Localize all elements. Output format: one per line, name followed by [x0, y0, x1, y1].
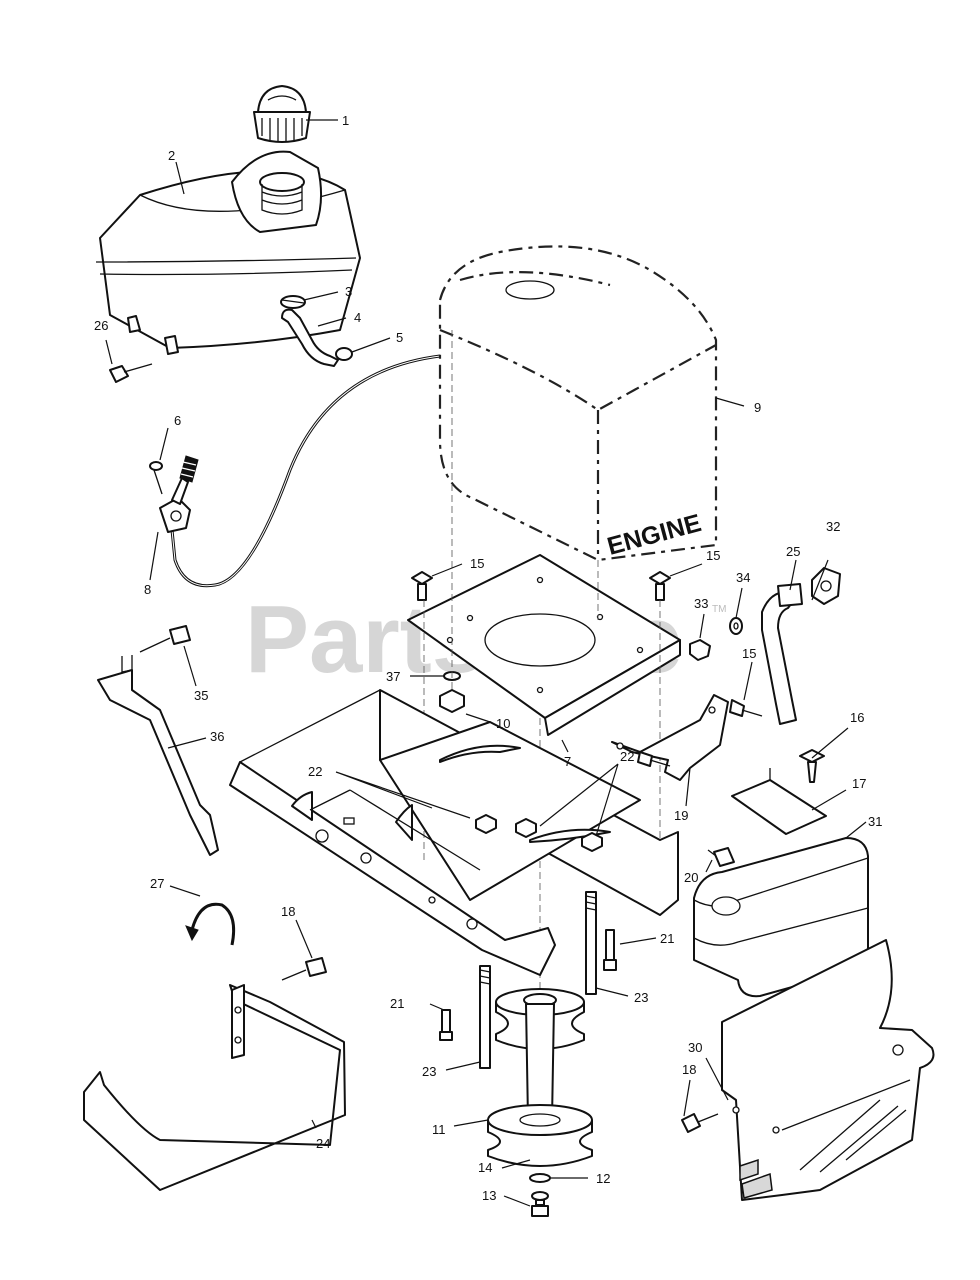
- callout-16: 16: [850, 710, 864, 725]
- part-engine-plate[interactable]: [407, 554, 681, 736]
- callout-23-right: 23: [634, 990, 648, 1005]
- part-spacer-right[interactable]: [585, 891, 597, 995]
- callout-18-left: 18: [281, 904, 295, 919]
- part-side-bracket[interactable]: [97, 655, 219, 856]
- callout-2: 2: [168, 148, 175, 163]
- callout-24: 24: [316, 1136, 330, 1151]
- part-shield-bolt-right[interactable]: [681, 1113, 719, 1133]
- part-hex-nut[interactable]: [439, 689, 465, 713]
- callout-3: 3: [345, 284, 352, 299]
- callout-6: 6: [174, 413, 181, 428]
- part-engine[interactable]: ENGINE: [438, 245, 718, 562]
- callout-21-right: 21: [660, 931, 674, 946]
- part-pulley-lockwasher[interactable]: [531, 1191, 549, 1201]
- part-muffler-screw[interactable]: [799, 749, 825, 783]
- part-bolt-15-bracket[interactable]: [729, 699, 763, 717]
- part-shield-bolt-left[interactable]: [281, 957, 327, 981]
- part-throttle-cable[interactable]: [170, 354, 441, 588]
- part-bolt-15-right[interactable]: [649, 571, 671, 601]
- part-control-screw[interactable]: [149, 461, 163, 495]
- callout-15-bracket: 15: [742, 646, 756, 661]
- callout-15-right: 15: [706, 548, 720, 563]
- part-bolt-15-left[interactable]: [411, 571, 433, 601]
- callout-12: 12: [596, 1171, 610, 1186]
- callout-23-left: 23: [422, 1064, 436, 1079]
- callout-26: 26: [94, 318, 108, 333]
- part-retainer-spring[interactable]: [185, 902, 236, 946]
- callout-31: 31: [868, 814, 882, 829]
- part-exhaust-nut[interactable]: [689, 639, 711, 661]
- part-stud-left[interactable]: [439, 1009, 453, 1041]
- callout-30: 30: [688, 1040, 702, 1055]
- leader-lines: [105, 119, 867, 1207]
- part-heat-shield[interactable]: [721, 939, 935, 1201]
- callout-17: 17: [852, 776, 866, 791]
- callout-21-left: 21: [390, 996, 404, 1011]
- callout-1: 1: [342, 113, 349, 128]
- part-bracket-bolt[interactable]: [637, 751, 671, 767]
- part-frame-nut-right[interactable]: [581, 832, 603, 852]
- part-lower-shield[interactable]: [83, 984, 346, 1191]
- part-exhaust-gasket[interactable]: [811, 567, 841, 605]
- part-exhaust-pipe[interactable]: [761, 583, 803, 725]
- part-exhaust-washer[interactable]: [729, 617, 743, 635]
- callout-18-right: 18: [682, 1062, 696, 1077]
- callout-27: 27: [150, 876, 164, 891]
- callout-9: 9: [754, 400, 761, 415]
- part-hose-clamp-lower[interactable]: [335, 347, 353, 361]
- part-fuel-line[interactable]: [281, 308, 339, 367]
- callout-35: 35: [194, 688, 208, 703]
- callout-32: 32: [826, 519, 840, 534]
- part-engine-pulley[interactable]: [487, 988, 593, 1167]
- part-muffler-plate[interactable]: [731, 768, 827, 835]
- part-spacer-left[interactable]: [479, 965, 491, 1069]
- part-frame[interactable]: [229, 689, 679, 976]
- callout-33: 33: [694, 596, 708, 611]
- part-pulley-bolt[interactable]: [531, 1199, 549, 1217]
- callout-25: 25: [786, 544, 800, 559]
- part-muffler-bracket[interactable]: [611, 694, 729, 781]
- part-fuel-cap[interactable]: [253, 85, 311, 143]
- callout-22-left: 22: [308, 764, 322, 779]
- callout-14: 14: [478, 1160, 492, 1175]
- part-bracket-screw-35[interactable]: [139, 625, 191, 653]
- part-frame-nut-mid[interactable]: [515, 818, 537, 838]
- watermark-tm: TM: [712, 604, 726, 615]
- part-muffler-bolt[interactable]: [707, 847, 735, 867]
- callout-22-right: 22: [620, 749, 634, 764]
- callout-13: 13: [482, 1188, 496, 1203]
- callout-15-left: 15: [470, 556, 484, 571]
- callout-36: 36: [210, 729, 224, 744]
- callout-8: 8: [144, 582, 151, 597]
- callout-4: 4: [354, 310, 361, 325]
- callout-labels: 1 2 3 4 5 26 6 8 9 15 15 15 32 25 34 33 …: [94, 113, 882, 1203]
- callout-19: 19: [674, 808, 688, 823]
- callout-5: 5: [396, 330, 403, 345]
- part-pulley-washer[interactable]: [529, 1173, 551, 1183]
- part-stud-right[interactable]: [603, 929, 617, 971]
- callout-10: 10: [496, 716, 510, 731]
- callout-11: 11: [432, 1122, 446, 1137]
- part-fuel-tank[interactable]: [95, 150, 361, 355]
- part-tank-screw[interactable]: [109, 363, 153, 383]
- callout-20: 20: [684, 870, 698, 885]
- part-frame-nut-left[interactable]: [475, 814, 497, 834]
- callout-37: 37: [386, 669, 400, 684]
- part-throttle-control[interactable]: [159, 455, 199, 533]
- part-hose-clamp-upper[interactable]: [280, 295, 306, 309]
- callout-34: 34: [736, 570, 750, 585]
- callout-7: 7: [564, 754, 571, 769]
